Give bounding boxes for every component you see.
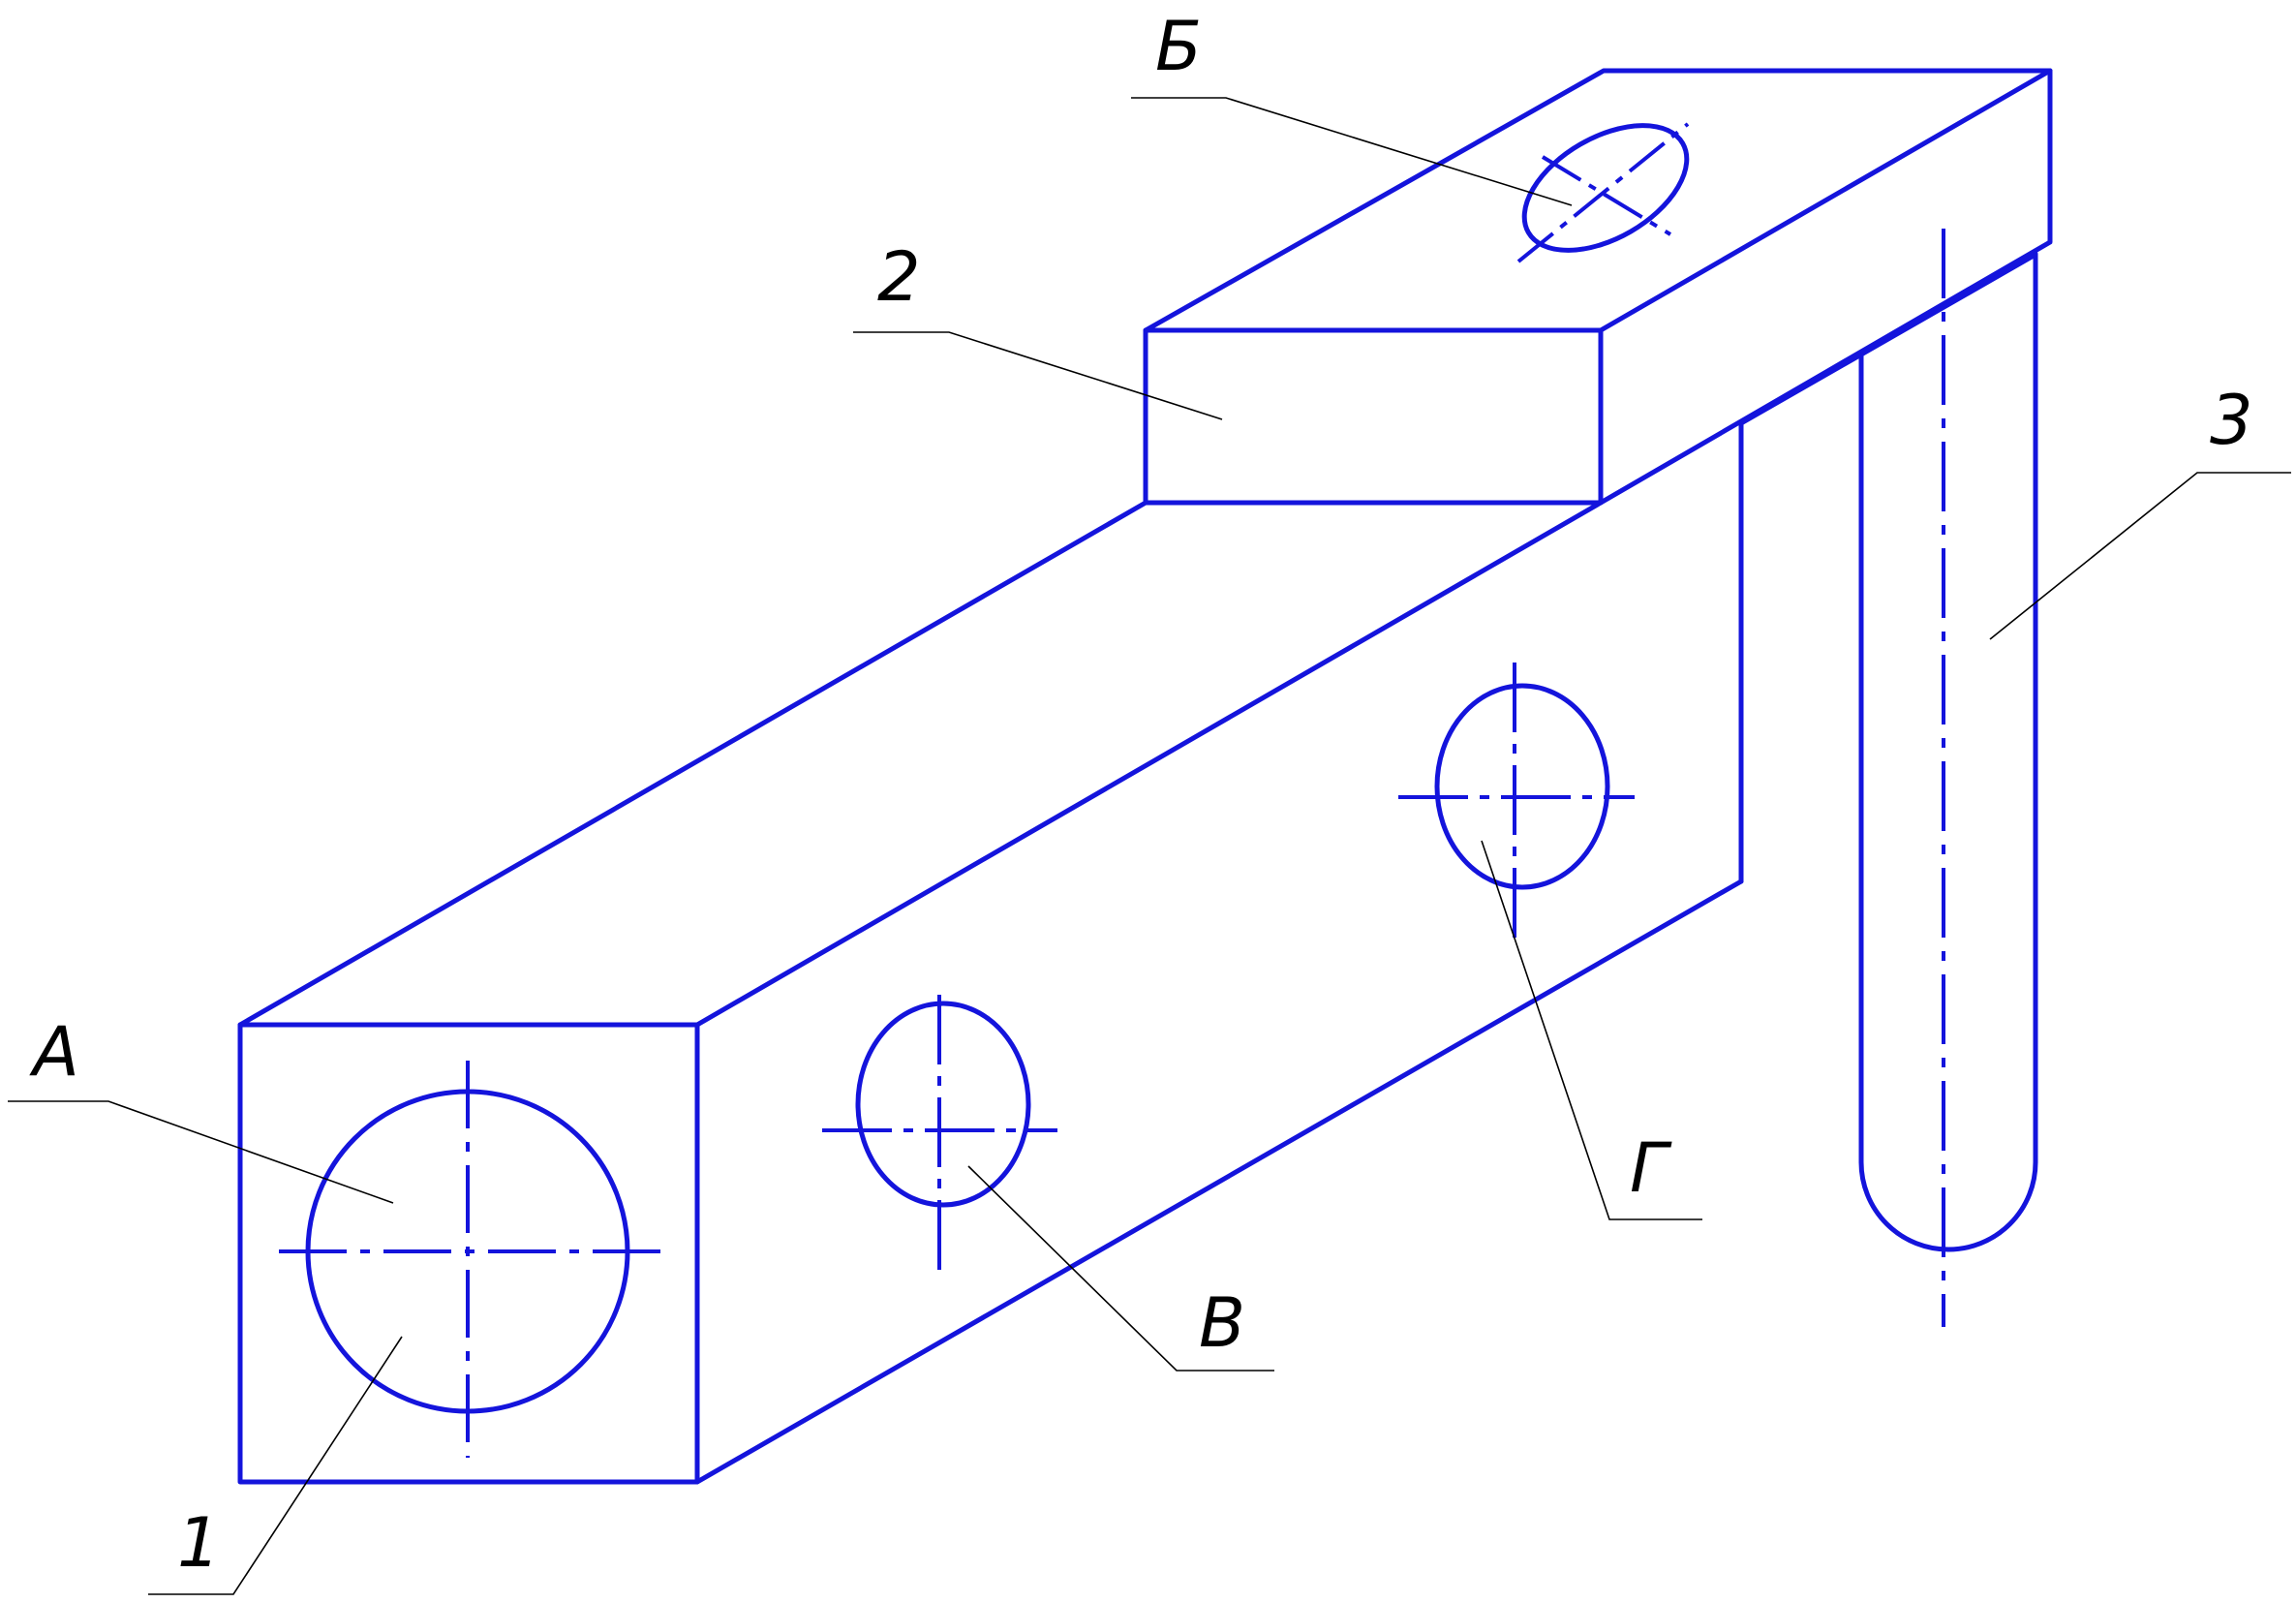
holes (279, 122, 1945, 1458)
bar-top-left-edge (237, 500, 1148, 1028)
leader-a (8, 1100, 394, 1204)
label-b: Б (1155, 7, 1202, 86)
label-2: 2 (877, 237, 921, 317)
label-a: А (29, 1012, 79, 1092)
label-3: 3 (2210, 381, 2253, 460)
hole-g-ellipse (1434, 683, 1610, 890)
upper-block-top-face (1143, 68, 2053, 333)
leader-3 (1989, 472, 2291, 640)
leader-2 (853, 331, 1223, 420)
hole-b-axis-1 (1541, 155, 1672, 236)
callout-labels: А Б 2 3 1 В Г (29, 7, 2253, 1583)
rear-top-edge (1738, 253, 2036, 426)
hole-v-ellipse (855, 1001, 1031, 1208)
bar-top-right-edge (694, 500, 1604, 1028)
part-outline (237, 68, 2053, 1485)
leader-1 (148, 1336, 403, 1595)
leader-v (967, 1165, 1274, 1372)
leader-b (1131, 97, 1573, 206)
bar-bottom-edge (694, 879, 1744, 1485)
label-1: 1 (177, 1503, 221, 1583)
label-v: В (1199, 1283, 1245, 1363)
label-g: Г (1630, 1128, 1672, 1208)
leader-lines (8, 97, 2291, 1595)
pin-outline (1858, 251, 2038, 1252)
hole-b-axis-2 (1516, 122, 1690, 263)
hole-b-ellipse (1521, 123, 1690, 253)
leader-g (1481, 840, 1702, 1220)
